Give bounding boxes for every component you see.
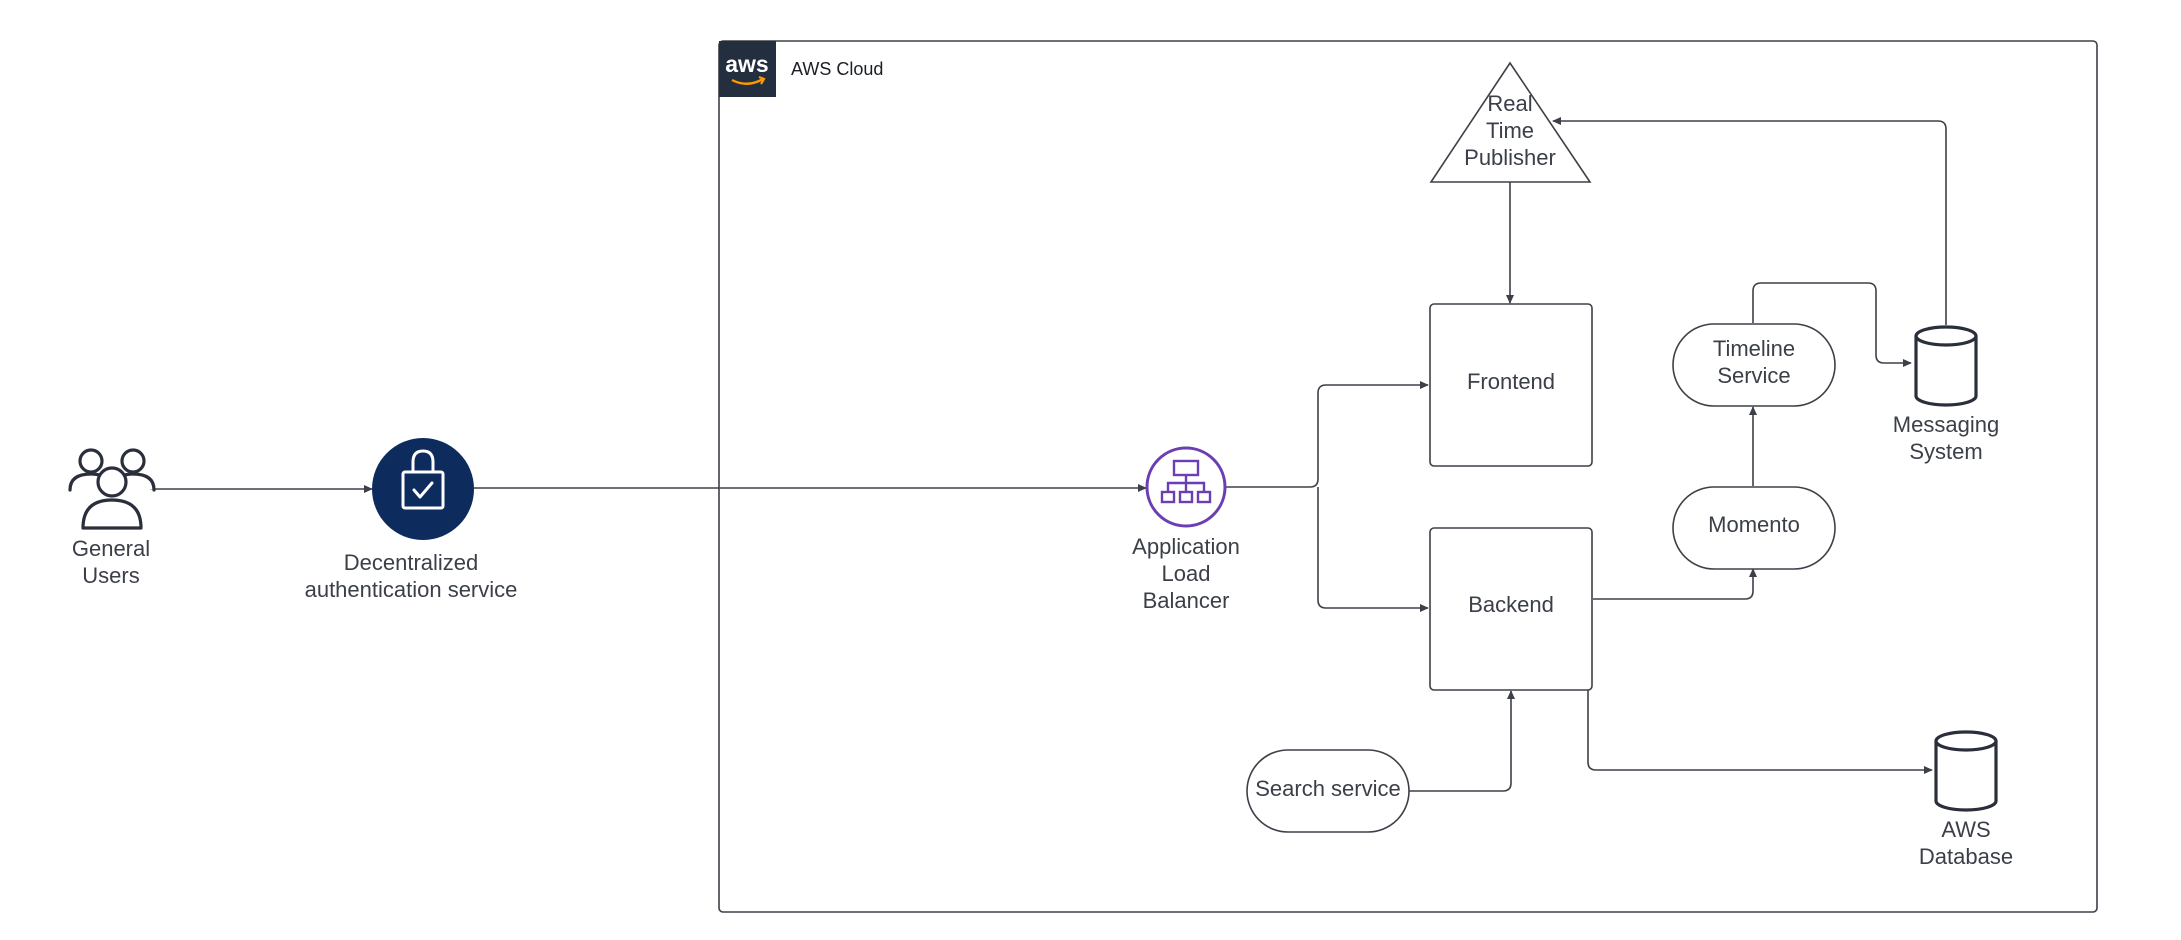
cylinder-icon [1914,325,1978,407]
publisher-label-line2: Time [1486,118,1534,143]
auth-service-label-line1: Decentralized [344,550,479,575]
real-time-publisher-node[interactable]: Real Time Publisher [1429,61,1592,183]
momento-pill [1672,486,1836,570]
edge-search-to-backend [1407,690,1516,792]
general-users-node[interactable]: General Users [68,448,156,588]
auth-service-node[interactable]: Decentralized authentication service [305,438,518,602]
general-users-label-line1: General [72,536,150,561]
load-balancer-label-line2: Load [1162,561,1211,586]
aws-logo-text: aws [725,51,768,77]
load-balancer-node[interactable]: Application Load Balancer [1132,446,1240,613]
search-label: Search service [1255,776,1401,801]
cylinder-icon [1934,730,1998,812]
load-balancer-label-line1: Application [1132,534,1240,559]
backend-label: Backend [1468,592,1554,617]
edge-messaging-to-publisher [1552,116,1947,325]
momento-label: Momento [1708,512,1800,537]
backend-box [1429,527,1593,691]
users-icon [68,448,156,530]
auth-service-circle [372,438,474,540]
backend-node[interactable]: Backend [1429,527,1593,691]
database-label-line2: Database [1919,844,2013,869]
aws-cloud-border [718,40,2098,913]
load-balancer-label-line3: Balancer [1143,588,1230,613]
frontend-node[interactable]: Frontend [1429,303,1593,467]
messaging-system-node[interactable]: Messaging System [1893,325,1999,464]
messaging-label-line2: System [1909,439,1982,464]
search-service-node[interactable]: Search service [1246,749,1410,833]
aws-cloud-group: aws AWS Cloud [718,40,2098,913]
publisher-triangle [1429,61,1592,183]
publisher-label-line1: Real [1487,91,1532,116]
edge-alb-to-frontend [1226,380,1429,488]
lock-check-icon [401,449,445,510]
connectors [150,116,1947,792]
momento-node[interactable]: Momento [1672,486,1836,570]
timeline-service-node[interactable]: Timeline Service [1672,323,1836,407]
aws-cloud-label: AWS Cloud [791,59,883,79]
load-balancer-icon [1160,459,1212,504]
aws-database-node[interactable]: AWS Database [1919,730,2013,869]
messaging-label-line1: Messaging [1893,412,1999,437]
search-pill [1246,749,1410,833]
general-users-label-line2: Users [82,563,139,588]
timeline-pill [1672,323,1836,407]
auth-service-label-line2: authentication service [305,577,518,602]
edge-backend-to-database [1587,688,1933,775]
edge-timeline-to-messaging [1752,282,1912,368]
frontend-label: Frontend [1467,369,1555,394]
aws-logo-icon: aws [719,41,776,97]
frontend-box [1429,303,1593,467]
edge-alb-to-backend [1317,487,1429,613]
edge-backend-to-momento [1593,568,1758,600]
timeline-label-line2: Service [1717,363,1790,388]
timeline-label-line1: Timeline [1713,336,1795,361]
database-label-line1: AWS [1941,817,1990,842]
publisher-label-line3: Publisher [1464,145,1556,170]
